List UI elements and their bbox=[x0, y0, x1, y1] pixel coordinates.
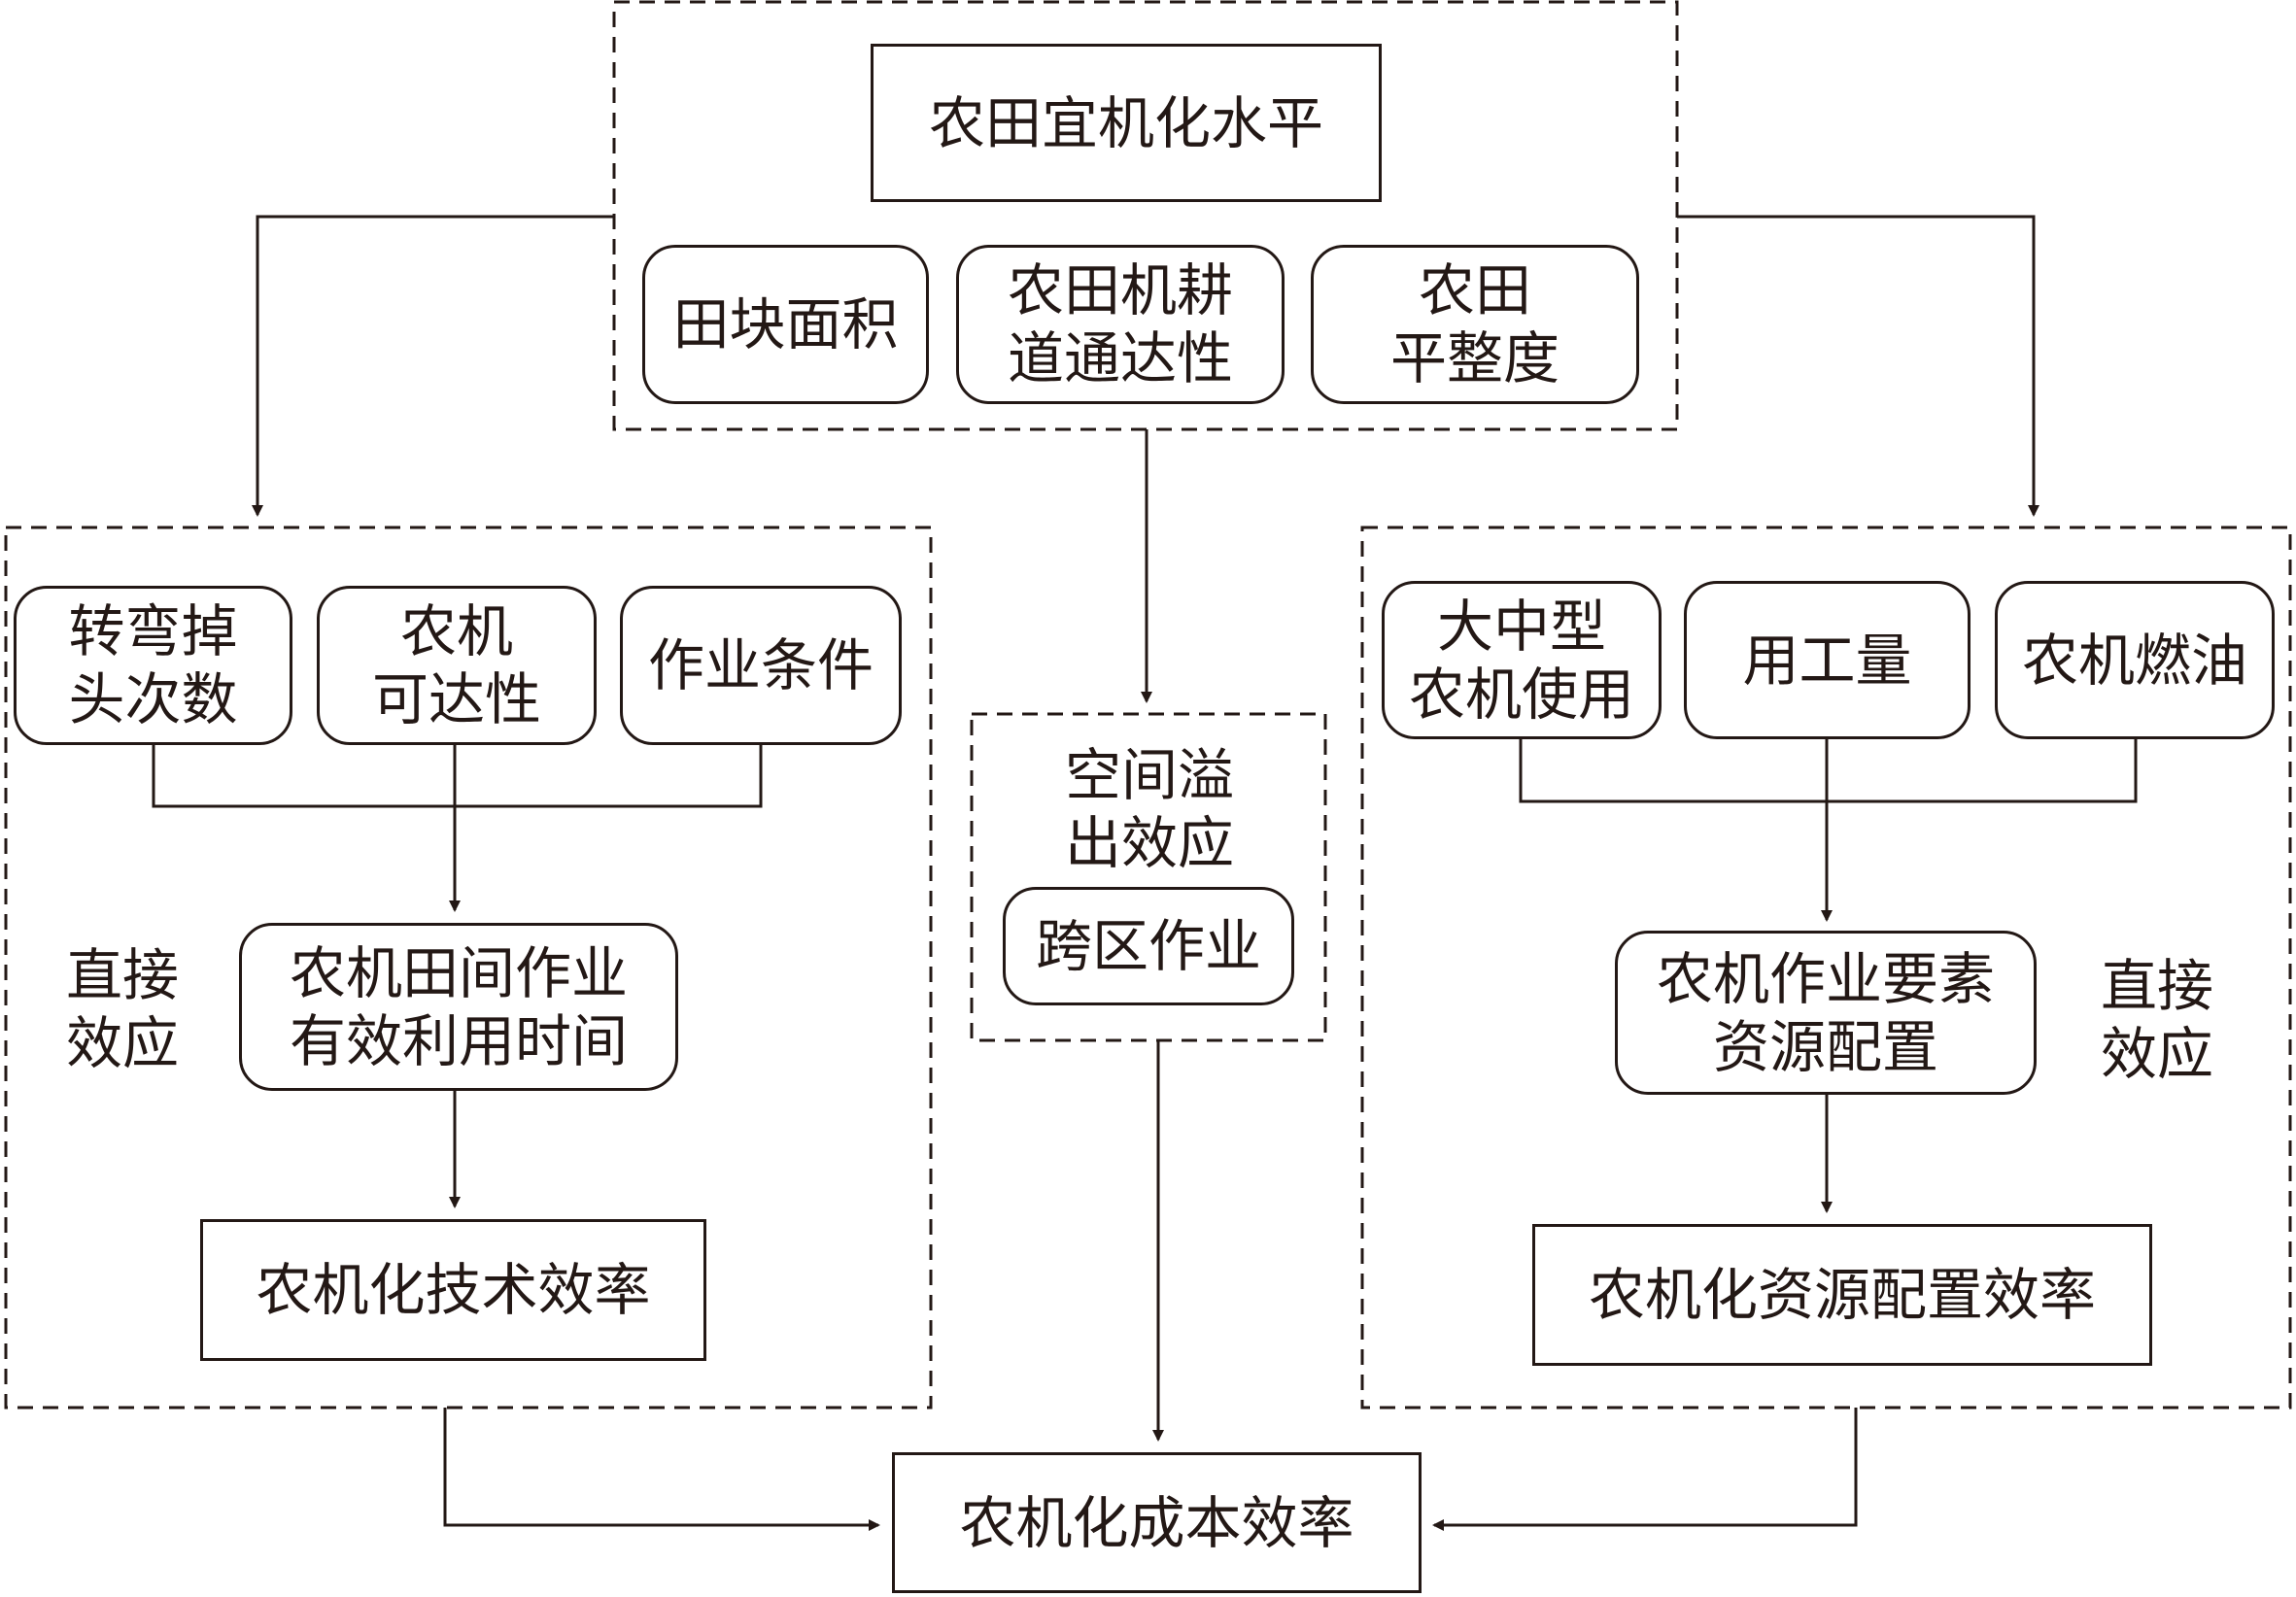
right-factor-fuel: 农机燃油 bbox=[1995, 581, 2275, 739]
middle-group-frame bbox=[970, 712, 1327, 1042]
right-factor-labor: 用工量 bbox=[1684, 581, 1970, 739]
left-factor-accessibility: 农机 可达性 bbox=[317, 586, 597, 745]
final-outcome-box: 农机化成本效率 bbox=[892, 1452, 1422, 1593]
arrow-top-to-right bbox=[1677, 215, 2039, 517]
left-outcome-box: 农机化技术效率 bbox=[200, 1219, 706, 1361]
middle-factor-box: 跨区作业 bbox=[1003, 887, 1294, 1005]
left-factor-conditions: 作业条件 bbox=[620, 586, 902, 745]
top-title: 农田宜机化水平 bbox=[928, 89, 1323, 156]
top-factor-field-area: 田块面积 bbox=[642, 245, 929, 404]
arrow-top-to-left bbox=[252, 215, 614, 517]
right-factor-large-machinery: 大中型 农机使用 bbox=[1382, 581, 1662, 739]
arrow-right-to-final bbox=[1432, 1408, 1858, 1531]
left-factor-bracket bbox=[152, 745, 763, 808]
right-outcome-box: 农机化资源配置效率 bbox=[1532, 1224, 2152, 1366]
arrow-left-to-final bbox=[443, 1408, 880, 1531]
left-effect-label: 直接 效应 bbox=[65, 942, 179, 1076]
top-factor-road-access: 农田机耕 道通达性 bbox=[956, 245, 1285, 404]
top-factor-flatness: 农田 平整度 bbox=[1311, 245, 1639, 404]
right-effect-label: 直接 效应 bbox=[2100, 953, 2213, 1087]
left-mediator-box: 农机田间作业 有效利用时间 bbox=[239, 923, 678, 1091]
right-mediator-box: 农机作业要素 资源配置 bbox=[1615, 931, 2037, 1095]
right-group-frame bbox=[1360, 526, 2292, 1410]
top-title-box: 农田宜机化水平 bbox=[871, 44, 1382, 202]
middle-effect-label: 空间溢 出效应 bbox=[1064, 742, 1234, 876]
left-factor-turns: 转弯掉 头次数 bbox=[14, 586, 292, 745]
left-group-frame bbox=[4, 526, 933, 1410]
